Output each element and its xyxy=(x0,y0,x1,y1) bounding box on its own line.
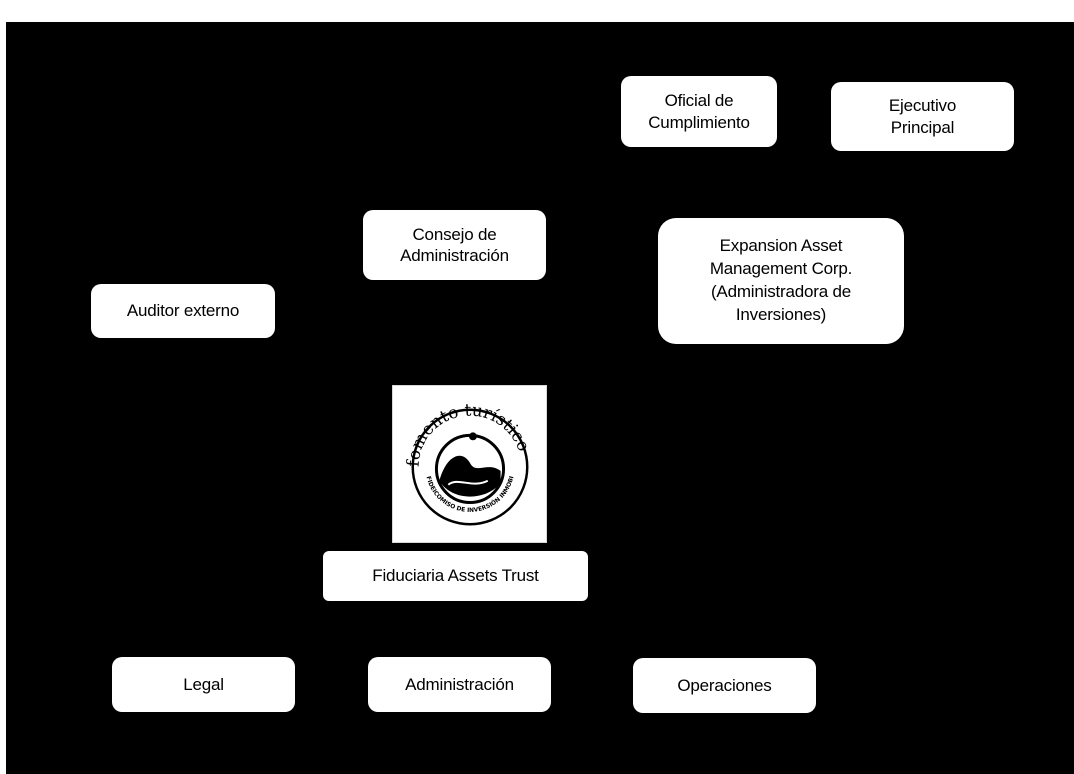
node-operaciones: Operaciones xyxy=(633,658,816,713)
node-auditor-externo: Auditor externo xyxy=(91,284,275,338)
node-label: Ejecutivo Principal xyxy=(888,96,957,137)
node-label: Legal xyxy=(183,674,224,694)
node-label: Fiduciaria Assets Trust xyxy=(372,566,539,586)
node-label: Administración xyxy=(405,674,514,694)
node-expansion-asset-management: Expansion Asset Management Corp. (Admini… xyxy=(658,218,904,344)
node-administracion: Administración xyxy=(368,657,551,712)
node-legal: Legal xyxy=(112,657,295,712)
node-oficial-de-cumplimiento: Oficial de Cumplimiento xyxy=(621,76,777,147)
node-ejecutivo-principal: Ejecutivo Principal xyxy=(831,82,1014,151)
node-consejo-de-administracion: Consejo de Administración xyxy=(363,210,546,280)
node-label: Expansion Asset Management Corp. (Admini… xyxy=(709,236,853,324)
fomento-turistico-seal-icon: fomento turístico FIDEICOMISO DE INVERSI… xyxy=(393,386,534,526)
node-label: Consejo de Administración xyxy=(400,224,509,265)
node-fiduciaria-assets-trust: Fiduciaria Assets Trust xyxy=(323,551,588,601)
node-label: Oficial de Cumplimiento xyxy=(648,91,750,132)
fomento-turistico-logo: fomento turístico FIDEICOMISO DE INVERSI… xyxy=(392,385,547,543)
node-label: Operaciones xyxy=(677,675,772,695)
node-label: Auditor externo xyxy=(126,301,240,321)
